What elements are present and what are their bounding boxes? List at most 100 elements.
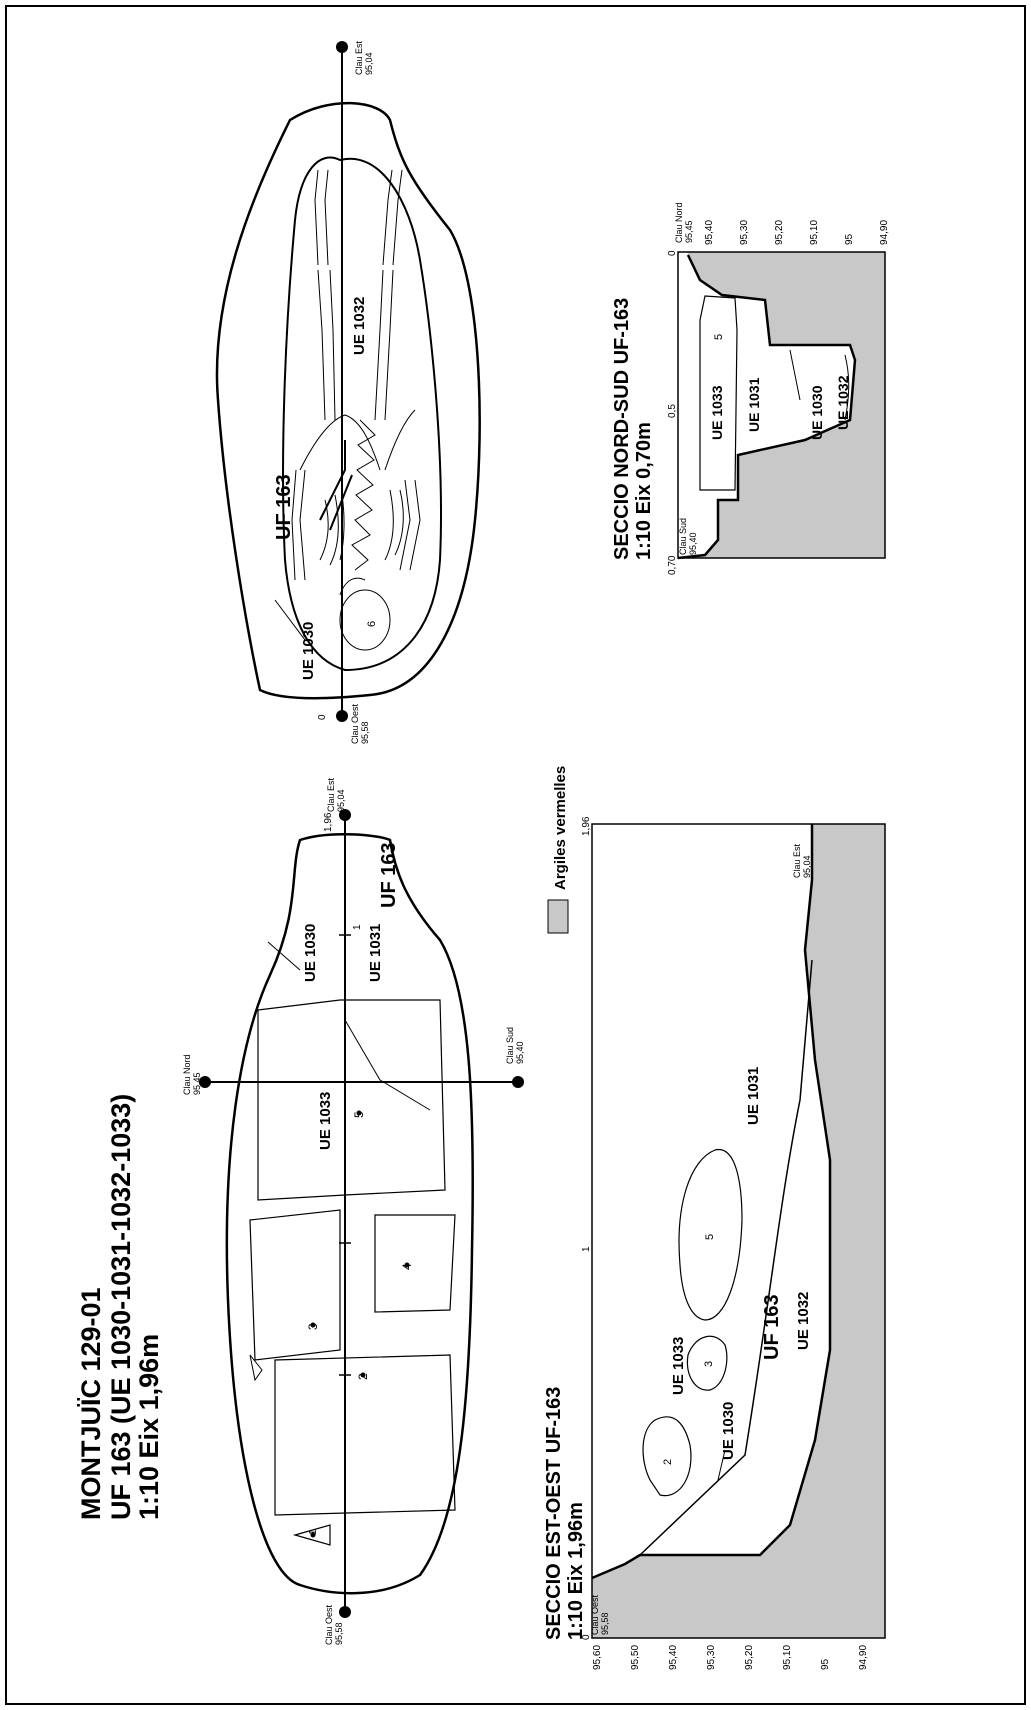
section-eo-y-tick: 95 bbox=[820, 1658, 831, 1670]
clau-oest-label-plan-2: Clau Oest 95,58 bbox=[350, 703, 370, 744]
label-ue-1030-plan-2: UE 1030 bbox=[300, 622, 317, 680]
ue-1030-leader-line bbox=[717, 1449, 726, 1481]
label-ue-1031-plan-1: UE 1031 bbox=[367, 924, 384, 982]
femur-left bbox=[317, 269, 336, 421]
pelvis-right bbox=[384, 409, 416, 471]
section-ns-x-tick-070: 0,70 bbox=[667, 555, 678, 575]
marker-dot bbox=[310, 1532, 316, 1538]
section-eo-profile bbox=[591, 824, 832, 1580]
section-ns-label-ue-1031: UE 1031 bbox=[746, 377, 762, 432]
plan-skeleton: 6 UE 1030 UF 163 UE 1032 0 Clau Oest 95,… bbox=[215, 40, 481, 744]
stone-4-outline bbox=[374, 1214, 456, 1313]
section-eo-stone-2 bbox=[642, 1416, 692, 1497]
section-ns-y-ticks: 95,40 95,30 95,20 95,10 95 94,90 bbox=[704, 220, 890, 245]
clau-oest-value: 95,58 bbox=[600, 1612, 610, 1635]
stone-1-outline bbox=[292, 1524, 331, 1546]
section-eo-y-tick: 95,40 bbox=[668, 1645, 679, 1670]
clau-nord-point-plan-1 bbox=[199, 1076, 211, 1088]
section-ns-y-tick: 95,30 bbox=[739, 220, 750, 245]
axis-tick-196-plan-1: 1,96 bbox=[323, 812, 334, 832]
marker-dot bbox=[404, 1262, 410, 1268]
section-eo-stone-3 bbox=[686, 1335, 728, 1391]
section-eo-clau-est: Clau Est 95,04 bbox=[792, 843, 812, 878]
skeleton-drawing bbox=[291, 169, 421, 651]
clau-oest-point-plan-2 bbox=[336, 710, 348, 722]
stone-label-3: 3 bbox=[306, 1323, 320, 1330]
label-ue-1033-plan-1: UE 1033 bbox=[317, 1092, 334, 1150]
section-eo-clau-oest: Clau Oest 95,58 bbox=[590, 1594, 610, 1635]
section-ns-ue1033-outline bbox=[699, 295, 738, 491]
title-line-1: MONTJUÏC 129-01 bbox=[76, 1287, 106, 1520]
clau-oest-label-plan-1: Clau Oest 95,58 bbox=[324, 1604, 344, 1645]
label-ue-1030-plan-1: UE 1030 bbox=[302, 924, 319, 982]
section-eo-stone-5 bbox=[678, 1149, 743, 1321]
ribs-dark bbox=[319, 440, 353, 531]
section-est-oest: 2 3 5 UE 1030 UE 1033 UF 163 UE 1032 UE … bbox=[543, 816, 886, 1670]
clau-est-name: Clau Est bbox=[326, 777, 336, 812]
clau-sud-point-plan-1 bbox=[512, 1076, 524, 1088]
section-ns-y-tick: 95 bbox=[844, 233, 855, 245]
tibia-left bbox=[314, 169, 329, 266]
clau-sud-name: Clau Sud bbox=[505, 1027, 515, 1064]
clau-oest-name: Clau Oest bbox=[590, 1594, 600, 1635]
ribs bbox=[319, 489, 404, 566]
arm-right bbox=[399, 479, 421, 571]
clau-est-point-plan-1 bbox=[339, 809, 351, 821]
section-eo-y-tick: 95,60 bbox=[592, 1645, 603, 1670]
axis-tick-1-plan-1: 1 bbox=[352, 924, 363, 930]
stone-5-outline bbox=[257, 999, 446, 1201]
skull-detail bbox=[339, 577, 366, 596]
section-ns-clau-sud: Clau Sud 95,40 bbox=[678, 518, 698, 555]
clau-est-name: Clau Est bbox=[792, 843, 802, 878]
stone-label-1: 1 bbox=[308, 1529, 319, 1535]
clau-sud-name: Clau Sud bbox=[678, 518, 688, 555]
section-eo-label-ue-1032: UE 1032 bbox=[795, 1292, 812, 1350]
section-eo-title: SECCIO EST-OEST UF-163 1:10 Eix 1,96m bbox=[543, 1387, 587, 1640]
title-line-2: UF 163 (UE 1030-1031-1032-1033) bbox=[106, 1094, 136, 1520]
clau-est-label-plan-2: Clau Est 95,04 bbox=[354, 40, 374, 75]
legend-swatch bbox=[547, 899, 569, 934]
stone-fragment-outline bbox=[249, 1354, 263, 1382]
stone-3-outline bbox=[249, 1209, 341, 1361]
section-eo-x-tick-196: 1,96 bbox=[581, 816, 592, 836]
section-eo-x-tick-0: 0 bbox=[581, 1634, 592, 1640]
clau-oest-value: 95,58 bbox=[360, 721, 370, 744]
stone-2-outline bbox=[274, 1354, 456, 1516]
section-eo-stone-label-3: 3 bbox=[703, 1361, 715, 1367]
plan-stones: 1 2 3 4 5 UE 1033 UE 1030 UE 1031 UF 163… bbox=[182, 777, 525, 1645]
clau-oest-value: 95,58 bbox=[334, 1622, 344, 1645]
main-title: MONTJUÏC 129-01 UF 163 (UE 1030-1031-103… bbox=[76, 1094, 164, 1520]
section-eo-frame bbox=[591, 823, 886, 1639]
section-nord-sud: 5 UE 1033 UE 1031 UE 1030 UE 1032 0,70 0… bbox=[611, 202, 890, 575]
clau-est-point-plan-2 bbox=[336, 41, 348, 53]
section-ns-stone-5: 5 bbox=[713, 334, 725, 340]
pelvis-left bbox=[299, 414, 381, 471]
ue-1030-leader-line bbox=[789, 349, 801, 401]
clau-est-value: 95,04 bbox=[802, 855, 812, 878]
stone-label-5: 5 bbox=[352, 1111, 366, 1118]
clau-nord-value: 95,45 bbox=[192, 1072, 202, 1095]
marker-dot bbox=[310, 1322, 316, 1328]
section-ns-title: SECCIO NORD-SUD UF-163 1:10 Eix 0,70m bbox=[611, 298, 655, 560]
legend: Argiles vermelles bbox=[547, 766, 569, 934]
section-ns-x-tick-05: 0,5 bbox=[667, 404, 678, 418]
clau-nord-label-plan-1: Clau Nord 95,45 bbox=[182, 1054, 202, 1095]
section-ns-label-ue-1032: UE 1032 bbox=[835, 375, 851, 430]
pit-outline-plan-1 bbox=[225, 832, 475, 1595]
section-ns-title-line-1: SECCIO NORD-SUD UF-163 bbox=[611, 298, 633, 560]
clau-nord-name: Clau Nord bbox=[674, 202, 684, 243]
section-eo-y-tick: 95,50 bbox=[630, 1645, 641, 1670]
section-eo-y-tick: 95,20 bbox=[744, 1645, 755, 1670]
section-ns-title-line-2: 1:10 Eix 0,70m bbox=[633, 422, 655, 560]
section-eo-title-line-1: SECCIO EST-OEST UF-163 bbox=[543, 1387, 565, 1640]
section-ns-ue1032-boundary bbox=[844, 354, 850, 421]
label-ue-1032-plan-2: UE 1032 bbox=[351, 297, 368, 355]
clau-oest-name: Clau Oest bbox=[324, 1604, 334, 1645]
section-ns-clay-fill bbox=[678, 252, 885, 558]
section-ns-profile bbox=[677, 254, 857, 560]
section-eo-label-ue-1031: UE 1031 bbox=[745, 1067, 762, 1125]
clau-est-label-plan-1: Clau Est 95,04 bbox=[326, 777, 346, 812]
section-eo-label-ue-1033: UE 1033 bbox=[670, 1337, 687, 1395]
section-eo-y-tick: 95,10 bbox=[782, 1645, 793, 1670]
